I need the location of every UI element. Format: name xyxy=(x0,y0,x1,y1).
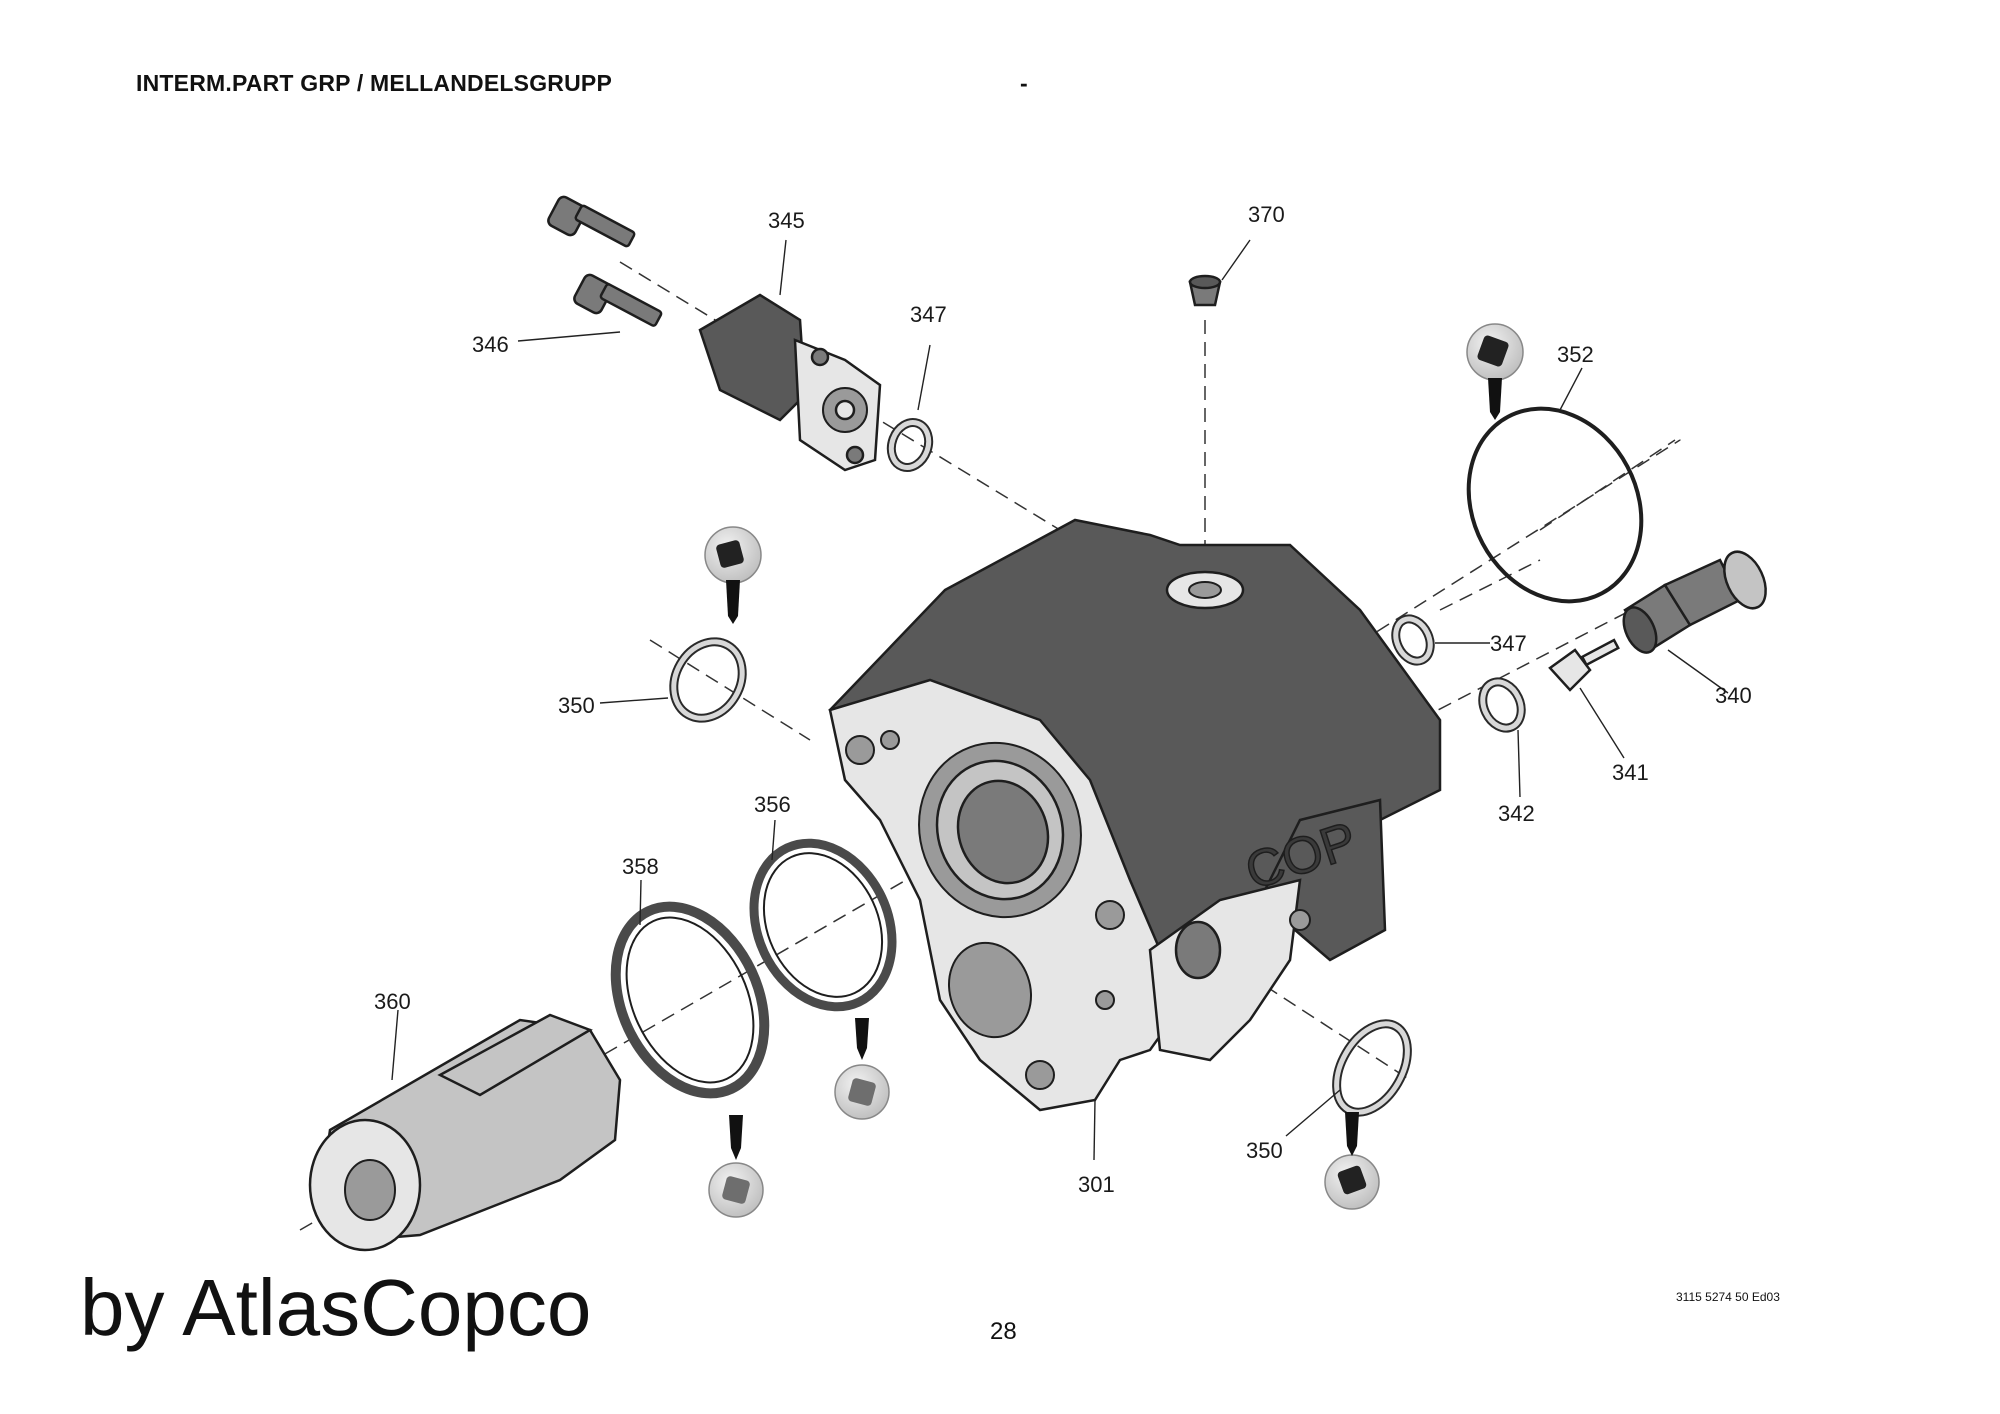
part-342-oring xyxy=(1478,677,1526,733)
profile-badge-icon-350-bottom xyxy=(1324,1112,1380,1210)
document-code: 3115 5274 50 Ed03 xyxy=(1676,1290,1780,1304)
callout-356: 356 xyxy=(754,792,791,817)
callout-341: 341 xyxy=(1612,760,1649,785)
callout-labels: 345 346 347 370 352 347 340 341 342 350 … xyxy=(374,202,1752,1197)
page-number: 28 xyxy=(990,1318,1017,1345)
callout-345: 345 xyxy=(768,208,805,233)
profile-badge-icon-350-left xyxy=(704,526,762,624)
callout-370: 370 xyxy=(1248,202,1285,227)
page-title: INTERM.PART GRP / MELLANDELSGRUPP xyxy=(136,70,612,96)
part-301-housing: COP xyxy=(828,518,1442,1112)
callout-350-left: 350 xyxy=(558,693,595,718)
part-350-oring-bottom xyxy=(1332,1019,1412,1117)
callout-342: 342 xyxy=(1498,801,1535,826)
callout-360: 360 xyxy=(374,989,411,1014)
callout-358: 358 xyxy=(622,854,659,879)
part-346-screws xyxy=(547,195,663,327)
profile-badge-icon-356 xyxy=(834,1018,890,1120)
part-347-oring-right xyxy=(1391,614,1435,666)
part-341-valve-stem xyxy=(1548,638,1620,692)
callout-350-bottom: 350 xyxy=(1246,1138,1283,1163)
callout-347-right: 347 xyxy=(1490,631,1527,656)
callout-leader-lines xyxy=(391,239,1729,1161)
part-340-valve-cartridge xyxy=(1622,550,1767,654)
atlascopco-watermark: by AtlasCopco xyxy=(80,1263,592,1352)
callout-352: 352 xyxy=(1557,342,1594,367)
part-370-plug xyxy=(1188,274,1222,307)
part-356-seal xyxy=(749,838,897,1012)
callout-301: 301 xyxy=(1078,1172,1115,1197)
part-347-oring-top xyxy=(886,418,934,472)
callout-340: 340 xyxy=(1715,683,1752,708)
callout-346: 346 xyxy=(472,332,509,357)
part-350-oring-left xyxy=(669,637,747,723)
header-separator: - xyxy=(1020,70,1028,96)
part-352-oring-large xyxy=(1466,406,1644,604)
callout-347-top: 347 xyxy=(910,302,947,327)
part-345-flange-block xyxy=(698,293,882,472)
profile-badge-icon-358 xyxy=(708,1115,764,1218)
part-358-seal xyxy=(610,901,770,1099)
part-360-sleeve xyxy=(308,1013,622,1252)
profile-badge-icon-352 xyxy=(1466,323,1524,420)
